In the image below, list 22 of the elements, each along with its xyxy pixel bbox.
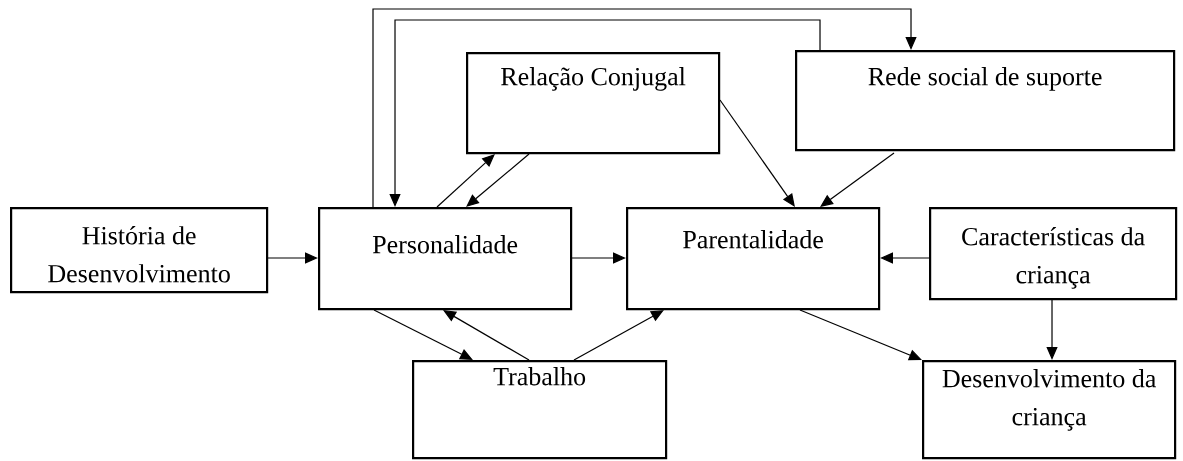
arrow: [799, 309, 922, 361]
arrow: [571, 252, 626, 264]
process-box: Parentalidade: [626, 207, 881, 311]
process-box: Rede social de suporte: [795, 50, 1176, 152]
arrow: [820, 152, 895, 207]
arrow: [573, 310, 664, 361]
process-box: Desenvolvimento da criança: [922, 360, 1177, 460]
arrow: [372, 8, 917, 208]
process-box: Personalidade: [318, 207, 573, 311]
process-box: Trabalho: [412, 360, 668, 460]
process-box: História de Desenvolvimento: [10, 207, 269, 294]
arrow: [466, 153, 530, 207]
arrow: [267, 252, 318, 264]
arrow: [719, 99, 795, 207]
process-box: Características da criança: [929, 207, 1178, 301]
arrow: [443, 310, 530, 361]
arrow: [436, 154, 495, 208]
arrow: [389, 19, 821, 207]
arrow: [1046, 299, 1058, 360]
arrow: [373, 309, 473, 360]
arrow: [880, 252, 930, 264]
process-box: Relação Conjugal: [466, 52, 721, 155]
